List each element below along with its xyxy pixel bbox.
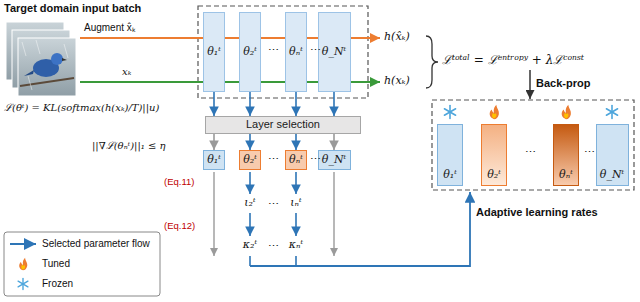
ellipsis: ⋯	[268, 153, 279, 166]
photo-frame	[18, 38, 76, 96]
ellipsis: ⋯	[525, 146, 536, 159]
selected-flow	[295, 256, 297, 266]
flow-arrow	[249, 134, 251, 150]
node-text: θ_Nᵗ	[322, 153, 346, 166]
node-text: θ_Nᵗ	[600, 168, 624, 181]
node-text: θ₁ᵗ	[207, 153, 221, 166]
ellipsis: ⋯	[584, 146, 595, 159]
tuned-layer: θₙᵗ	[553, 124, 579, 186]
node-text: θ_Nᵗ	[322, 45, 346, 58]
ellipsis: ⋯	[268, 44, 279, 57]
selected-flow	[295, 213, 297, 236]
rate-symbol: ιₙᵗ	[290, 196, 301, 209]
legend-text: Tuned	[42, 258, 70, 270]
process-box: Layer selection	[205, 116, 361, 134]
selected-layer: θ₂ᵗ	[239, 150, 261, 170]
frozen-icon	[606, 106, 617, 119]
selected-flow	[249, 172, 251, 194]
ellipsis: ⋯	[268, 240, 279, 253]
panel-title: Target domain input batch	[4, 2, 141, 15]
legend-text: Frozen	[42, 278, 73, 290]
input-images	[6, 22, 76, 96]
tuned-layer: θ₂ᵗ	[481, 124, 507, 186]
frozen-layer: θ_Nᵗ	[596, 124, 629, 186]
legend-frame	[4, 232, 160, 296]
legend-flow-sample	[10, 243, 36, 245]
tuned-icon	[562, 105, 571, 119]
node-text: θ₂ᵗ	[243, 45, 257, 58]
output-label: h(x̂ₖ)	[384, 30, 410, 43]
bird-beak	[62, 58, 67, 61]
flow-arrow	[295, 92, 297, 116]
selected-flow	[295, 172, 297, 194]
flow-label: Back-prop	[536, 77, 590, 90]
rate-symbol: κ₂ᵗ	[243, 238, 257, 251]
curly-brace	[426, 36, 438, 88]
flow-arrow	[249, 92, 251, 116]
bird-photo	[18, 38, 76, 96]
network-frame	[198, 6, 368, 98]
bird-head	[51, 53, 63, 65]
node-text: θₙᵗ	[289, 153, 303, 166]
node-text: θ₁ᵗ	[207, 45, 221, 58]
network-layer: θₙᵗ	[285, 12, 307, 92]
network-layer: θ₁ᵗ	[203, 12, 225, 92]
frozen-layer: θ_Nᵗ	[318, 150, 351, 170]
frozen-icon	[444, 106, 455, 119]
backprop-arrow	[529, 70, 531, 99]
rain-streaks	[22, 40, 68, 90]
selected-layer: θₙᵗ	[285, 150, 307, 170]
ellipsis: ⋯	[310, 44, 321, 57]
rate-symbol: ι₂ᵗ	[244, 196, 255, 209]
frozen-layer: θ₁ᵗ	[437, 124, 463, 186]
node-text: Layer selection	[246, 118, 320, 131]
network-layer: θ₂ᵗ	[239, 12, 261, 92]
flow-arrow	[213, 134, 215, 150]
selected-flow	[249, 256, 251, 266]
flow-label: Augment x̂ₖ	[84, 22, 135, 34]
rate-flow	[214, 172, 470, 266]
flow-label: xₖ	[122, 66, 131, 78]
flow-arrow	[333, 92, 335, 116]
bird-tail	[24, 70, 34, 76]
legend-frozen-sample	[18, 278, 28, 289]
equation-ref: (Eq.12)	[164, 220, 195, 231]
loss-formula: ℒ(θᵗ) = KL(softmax(h(xₖ)/T)||u)	[4, 102, 159, 114]
ellipsis: ⋯	[310, 153, 321, 166]
branch	[20, 78, 74, 86]
flow-arrow	[213, 92, 215, 116]
rate-symbol: κₙᵗ	[289, 238, 303, 251]
frozen-layer: θ₁ᵗ	[203, 150, 225, 170]
legend-box	[4, 232, 160, 296]
unselected-flow	[213, 172, 214, 256]
node-text: θ₂ᵗ	[487, 168, 501, 181]
output-label: h(xₖ)	[384, 74, 410, 87]
legend-text: Selected parameter flow	[42, 238, 150, 250]
selection-criterion: ||∇ℒ(θₙᵗ)||₁ ≤ η	[92, 140, 166, 152]
tuned-icon	[490, 105, 499, 119]
node-text: θₙᵗ	[289, 45, 303, 58]
unselected-flow	[333, 172, 334, 256]
node-text: θ₂ᵗ	[243, 153, 257, 166]
node-text: θ₁ᵗ	[443, 168, 457, 181]
flow-label: Adaptive learning rates	[476, 206, 598, 219]
selected-flow	[249, 213, 251, 236]
loss-formula: ℒᵗᵒᵗᵃˡ = ℒᵉⁿᵗʳᵒᵖʸ + λℒᶜᵒⁿˢᵗ	[442, 53, 584, 67]
ellipsis: ⋯	[268, 198, 279, 211]
learning-rate-arrow	[250, 192, 470, 266]
node-text: θₙᵗ	[559, 168, 573, 181]
network-layer: θ_Nᵗ	[318, 12, 351, 92]
updated-network-frame	[432, 100, 634, 190]
flow-arrow	[333, 134, 335, 150]
equation-ref: (Eq.11)	[164, 176, 194, 187]
legend-tuned-sample	[19, 258, 27, 271]
flow-arrow	[295, 134, 297, 150]
